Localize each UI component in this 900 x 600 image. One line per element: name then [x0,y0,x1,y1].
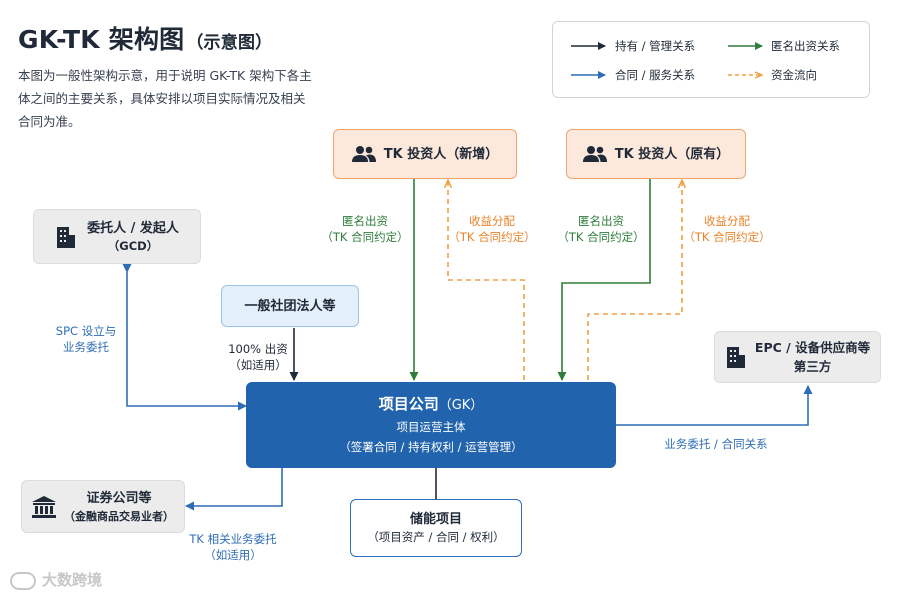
invest-label: 100% 出资 （如适用） [228,341,288,373]
gk-title: 项目公司 [378,395,439,413]
securities-sub: （金融商品交易业者） [64,509,174,523]
profit-new-label: 收益分配 （TK 合同约定） [448,213,535,245]
anon-new-label-2: （TK 合同约定） [321,230,409,244]
gk-box: 项目公司（GK） 项目运营主体 （签署合同 / 持有权利 / 运营管理） [246,382,616,468]
edge-spc [122,264,247,411]
gcd-sub: （GCD） [107,238,159,253]
profit-old-label-1: 收益分配 [703,214,750,228]
general-association-box: 一般社团法人等 [221,285,359,327]
tk-investor-old-label: TK 投资人（原有） [614,146,730,162]
page-title: GK-TK 架构图（示意图） [18,20,272,56]
invest-label-1: 100% 出资 [228,342,288,356]
storage-sub: （项目资产 / 合同 / 权利） [367,530,505,544]
bank-icon [32,495,56,518]
anon-old-label: 匿名出资 （TK 合同约定） [557,213,644,245]
building-icon [57,226,76,248]
epc-title: EPC / 设备供应商等 [754,340,871,355]
profit-new-label-1: 收益分配 [468,214,515,228]
tk-investor-new-label: TK 投资人（新增） [383,146,499,162]
legend-service-label: 合同 / 服务关系 [615,68,696,82]
people-icon [582,146,607,162]
tk-relation-label-2: （如适用） [204,548,262,562]
legend-swatches [571,42,763,79]
edge-epc [608,385,813,430]
epc-sub: 第三方 [793,359,832,374]
building-icon [726,347,745,368]
spc-label-1: SPC 设立与 [55,324,117,338]
profit-old-label: 收益分配 （TK 合同约定） [683,213,770,245]
invest-label-2: （如适用） [229,358,287,372]
securities-box: 证券公司等 （金融商品交易业者） [21,480,185,533]
anon-new-label-1: 匿名出资 [341,214,388,228]
profit-old-label-2: （TK 合同约定） [683,230,771,244]
gcd-box: 委托人 / 发起人 （GCD） [33,209,201,264]
storage-title: 储能项目 [409,512,462,527]
epc-box: EPC / 设备供应商等 第三方 [714,331,881,383]
anon-old-label-2: （TK 合同约定） [557,230,645,244]
gk-functions: （签署合同 / 持有权利 / 运营管理） [339,440,523,454]
securities-title: 证券公司等 [86,490,152,506]
gk-code: （GK） [438,398,484,413]
tk-relation-label-1: TK 相关业务委托 [189,532,277,546]
watermark: 大数跨境 [10,569,102,590]
legend-anonymous-label: 匿名出资关系 [771,39,840,53]
legend: 持有 / 管理关系 匿名出资关系 合同 / 服务关系 资金流向 [552,21,870,98]
spc-label: SPC 设立与 业务委托 [56,323,116,355]
edge-anon-old [557,178,651,381]
general-association-label: 一般社团法人等 [244,298,336,314]
profit-new-label-2: （TK 合同约定） [448,230,536,244]
watermark-logo-icon [10,571,36,590]
legend-cash-label: 资金流向 [771,68,817,82]
title-main: GK-TK 架构图 [18,25,185,54]
epc-relation-label-1: 业务委托 / 合同关系 [664,437,768,451]
tk-investor-new-box: TK 投资人（新增） [333,129,517,179]
storage-project-box: 储能项目 （项目资产 / 合同 / 权利） [350,499,522,557]
spc-label-2: 业务委托 [62,340,109,354]
gcd-title: 委托人 / 发起人 [87,220,179,236]
anon-old-label-1: 匿名出资 [577,214,624,228]
tk-investor-old-box: TK 投资人（原有） [566,129,746,179]
edge-profit-old [587,180,682,380]
tk-relation-label: TK 相关业务委托 （如适用） [189,531,276,563]
description: 本图为一般性架构示意，用于说明 GK-TK 架构下各主体之间的主要关系，具体安排… [18,68,312,129]
title-sub: （示意图） [186,33,273,53]
epc-relation-label: 业务委托 / 合同关系 [664,436,767,452]
watermark-text: 大数跨境 [42,571,103,589]
edge-profit-new [448,180,525,380]
people-icon [351,146,376,162]
legend-holding-label: 持有 / 管理关系 [615,39,696,53]
edge-securities [185,468,283,511]
anon-new-label: 匿名出资 （TK 合同约定） [321,213,408,245]
gk-role: 项目运营主体 [396,420,466,434]
